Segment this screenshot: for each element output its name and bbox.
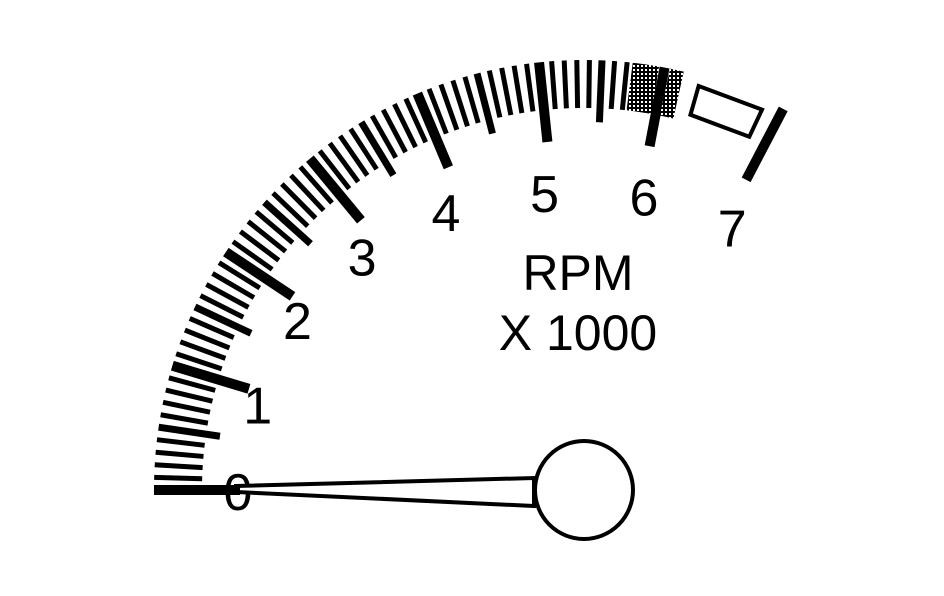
- minor-tick: [486, 70, 503, 118]
- minor-tick: [608, 60, 618, 110]
- minor-tick: [524, 63, 536, 112]
- major-tick: [741, 106, 788, 183]
- minor-tick: [231, 239, 274, 272]
- numeral-6: 6: [630, 170, 659, 228]
- minor-tick: [369, 114, 398, 159]
- minor-tick: [155, 449, 204, 459]
- minor-tick: [348, 127, 379, 171]
- minor-tick: [450, 79, 470, 127]
- minor-tick: [338, 134, 370, 177]
- minor-tick: [162, 399, 211, 415]
- minor-tick: [154, 462, 203, 471]
- minor-tick: [262, 199, 313, 247]
- minor-tick: [217, 260, 262, 291]
- rpm-label: RPM: [522, 245, 633, 301]
- minor-tick: [626, 62, 647, 113]
- minor-tick: [462, 76, 481, 124]
- minor-tick: [246, 219, 288, 254]
- minor-tick: [154, 474, 203, 482]
- numeral-7: 7: [718, 200, 747, 258]
- minor-tick: [561, 60, 569, 109]
- rpm-multiplier-label: X 1000: [499, 305, 657, 361]
- minor-tick: [473, 72, 496, 135]
- minor-tick: [574, 60, 581, 109]
- needle: [155, 439, 635, 541]
- numeral-1: 1: [243, 378, 272, 436]
- minor-tick: [426, 87, 449, 135]
- numeral-2: 2: [283, 293, 312, 351]
- minor-tick: [499, 67, 514, 116]
- numeral-4: 4: [432, 185, 461, 243]
- minor-tick: [168, 375, 216, 393]
- tick-marks: [154, 60, 788, 495]
- minor-tick: [205, 282, 250, 310]
- major-tick: [223, 247, 296, 301]
- minor-tick: [403, 97, 428, 144]
- minor-tick: [392, 102, 418, 149]
- needle-hub: [533, 439, 635, 541]
- minor-tick: [511, 65, 525, 114]
- minor-tick: [199, 293, 245, 320]
- minor-tick: [549, 61, 558, 110]
- minor-tick: [188, 316, 235, 340]
- minor-tick: [659, 68, 684, 119]
- major-tick: [644, 66, 670, 148]
- redline-zone: [688, 83, 765, 140]
- minor-tick: [317, 149, 352, 191]
- minor-tick: [183, 327, 231, 351]
- minor-tick: [179, 339, 227, 361]
- minor-tick: [358, 120, 397, 178]
- numeral-5: 5: [530, 166, 559, 224]
- minor-tick: [156, 437, 205, 448]
- major-tick: [306, 155, 365, 224]
- rpm-numerals: 01234567: [224, 166, 747, 522]
- minor-tick: [254, 209, 295, 245]
- minor-tick: [298, 165, 334, 205]
- minor-tick: [175, 351, 223, 372]
- redline-box: [688, 83, 765, 140]
- major-tick: [170, 360, 251, 394]
- minor-tick: [165, 387, 214, 404]
- minor-tick: [380, 108, 408, 154]
- needle-shaft: [234, 475, 536, 509]
- minor-tick: [211, 271, 256, 300]
- minor-tick: [595, 60, 606, 123]
- minor-tick: [586, 60, 592, 109]
- minor-tick: [193, 303, 253, 337]
- minor-tick: [438, 83, 460, 131]
- minor-tick: [637, 64, 660, 114]
- minor-tick: [271, 191, 310, 228]
- minor-tick: [280, 182, 318, 220]
- minor-tick: [160, 412, 209, 426]
- numeral-3: 3: [348, 229, 377, 287]
- major-tick: [412, 91, 453, 170]
- minor-tick: [158, 423, 221, 440]
- major-tick: [534, 61, 553, 143]
- minor-tick: [238, 229, 281, 263]
- minor-tick: [327, 141, 361, 184]
- minor-tick: [619, 61, 630, 111]
- minor-tick: [289, 173, 326, 213]
